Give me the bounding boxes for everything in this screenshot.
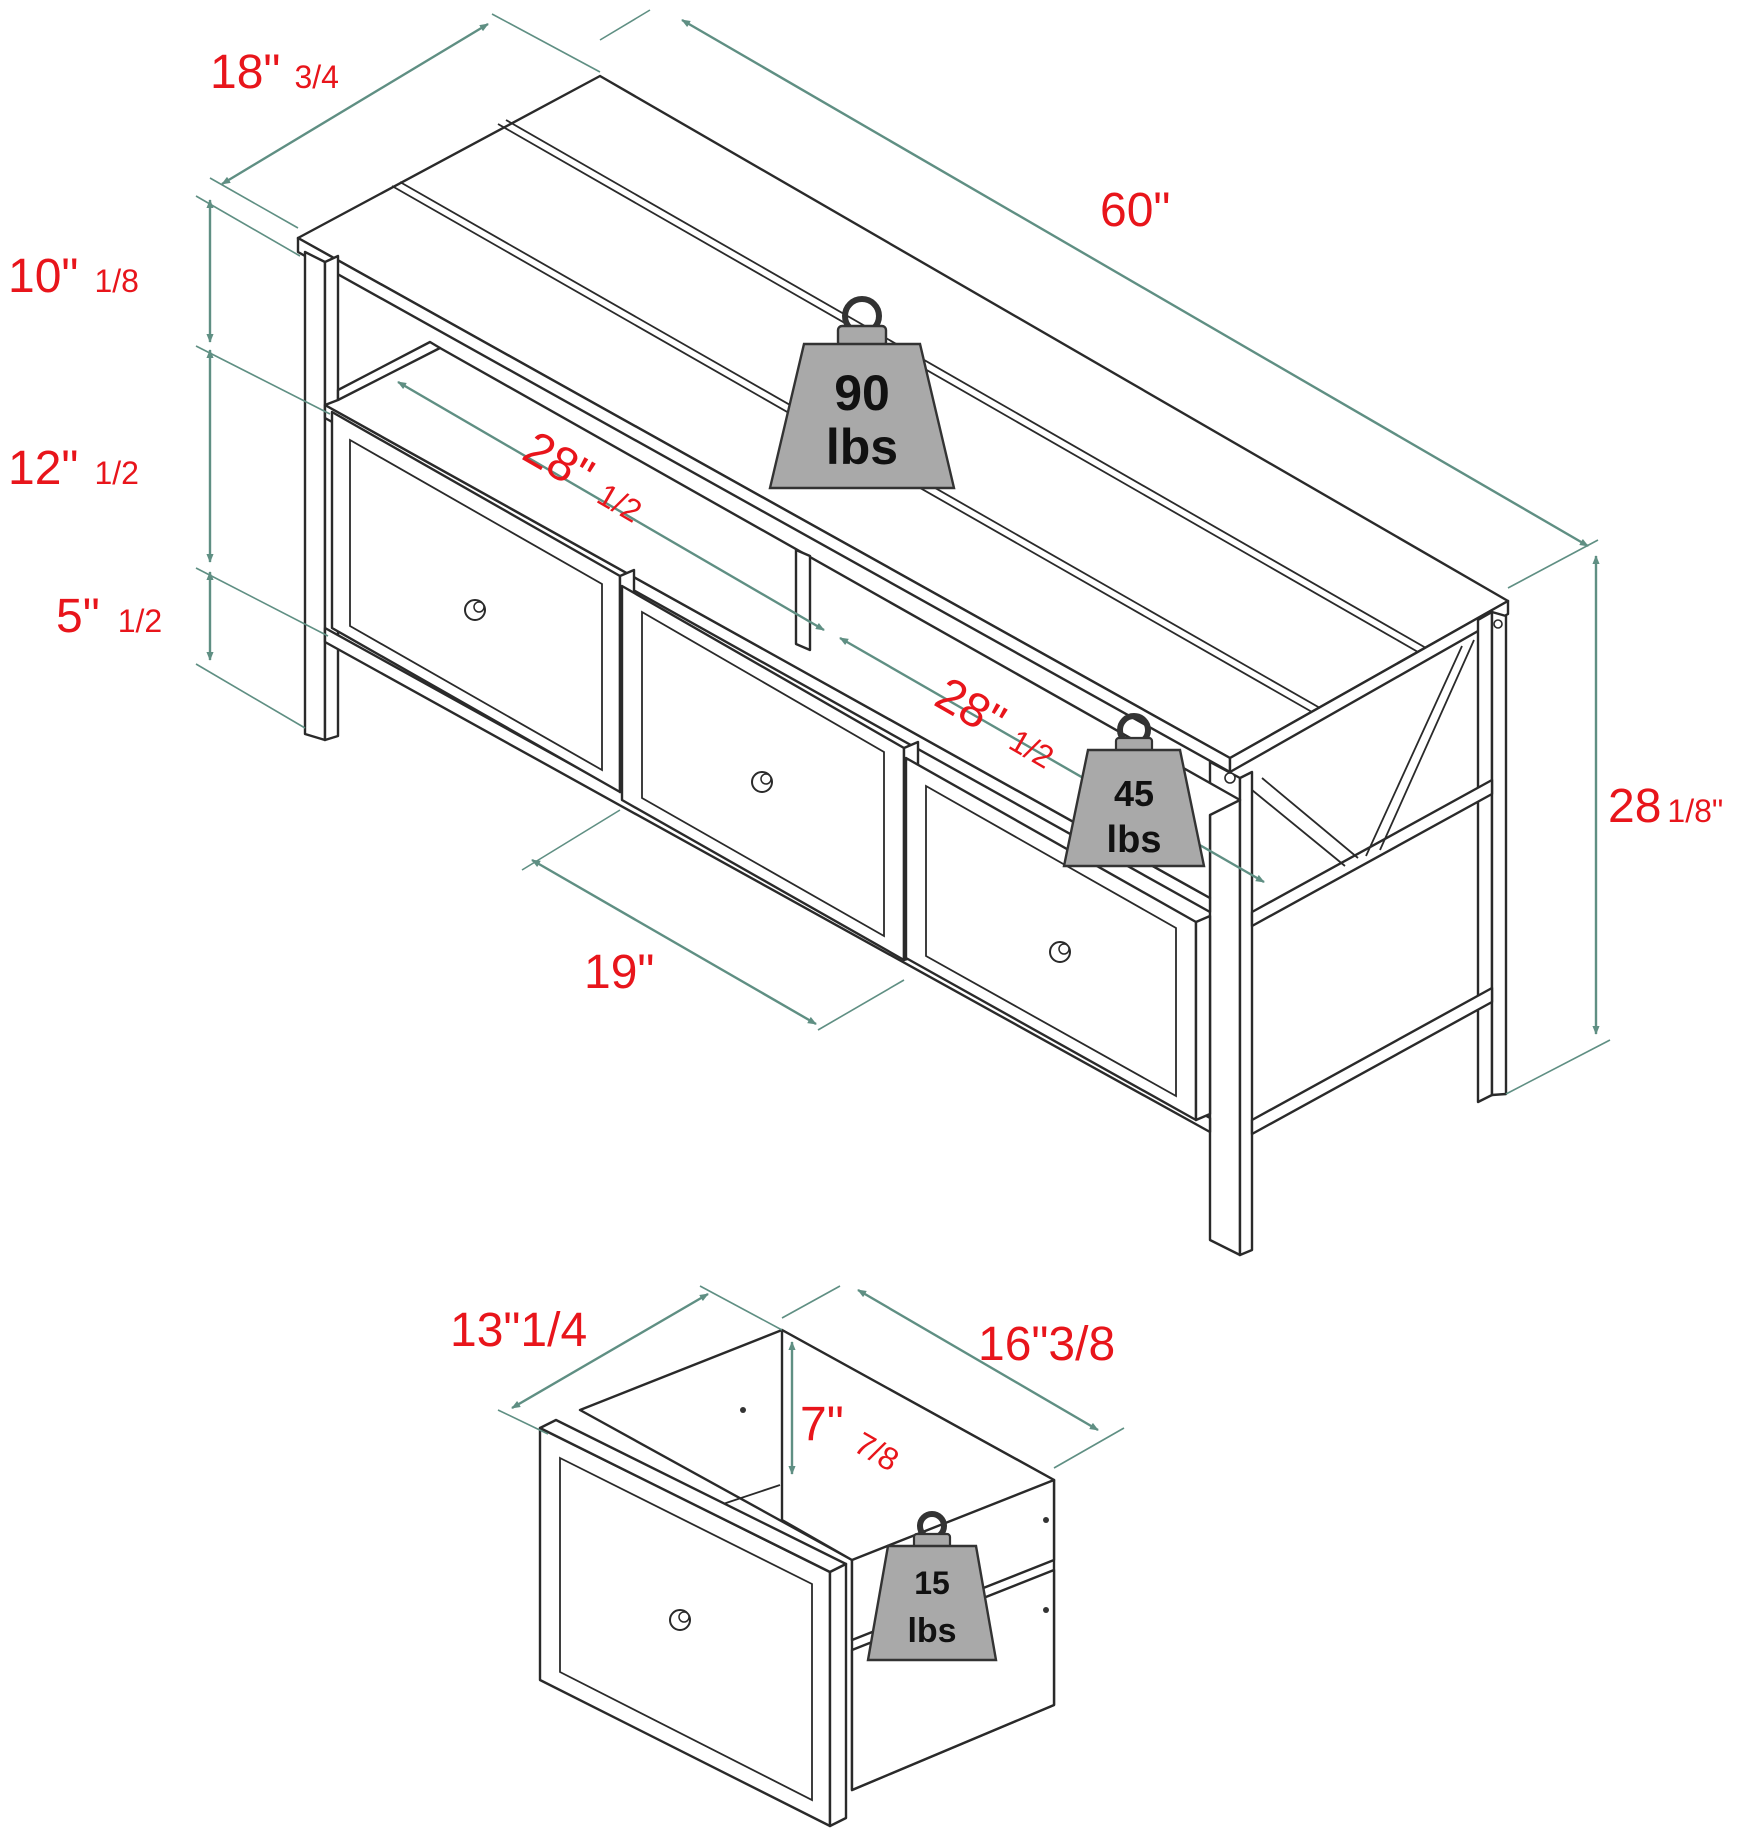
top-shelf-height-label: 10" 1/8 — [8, 250, 139, 303]
drawer-depth-line — [857, 1288, 1099, 1432]
width-label: 60" — [1100, 184, 1170, 237]
drawer-zone-height-label: 12" 1/2 — [8, 442, 139, 495]
depth-label: 18" 3/4 — [210, 46, 339, 99]
drawer-width-line — [511, 1292, 709, 1410]
left-front-leg — [303, 250, 327, 742]
x-brace — [1261, 777, 1359, 859]
width-dimension-line — [681, 18, 1589, 548]
right-back-leg-front — [1490, 610, 1508, 1097]
leg-clearance-label: 5" 1/2 — [56, 590, 162, 643]
weight-shelf-value: 45 — [1114, 773, 1154, 814]
drawer-knob-icon — [751, 771, 773, 793]
side-shelf-rail — [1250, 778, 1494, 928]
drawer-front-inset — [559, 1456, 813, 1802]
weight-icon: 15 lbs — [866, 1511, 998, 1662]
drawer-front-width-line — [531, 858, 817, 1026]
weight-shelf-unit: lbs — [1107, 819, 1162, 861]
right-front-leg — [1208, 760, 1242, 1257]
drawer-height-label: 7" — [800, 1398, 844, 1451]
drawer-side-panel-lower — [850, 1568, 1056, 1792]
side-bottom-rail — [1250, 986, 1494, 1136]
drawer-width-label: 13"1/4 — [450, 1304, 587, 1357]
drawer-front-width-label: 19" — [584, 946, 654, 999]
total-height-label: 28 1/8" — [1608, 780, 1723, 833]
drawer-knob-icon — [669, 1609, 691, 1631]
drawer-depth-label: 16"3/8 — [978, 1318, 1115, 1371]
left-shelf-width-line — [397, 380, 825, 632]
weight-top-unit: lbs — [826, 419, 898, 475]
drawer-box-edge — [719, 1484, 781, 1506]
right-side-panel — [1224, 619, 1503, 1136]
dimension-lines — [195, 9, 1611, 1475]
right-back-leg — [1476, 610, 1494, 1104]
drawer-knob-icon — [1049, 941, 1071, 963]
weight-icon: 90 lbs — [768, 296, 956, 490]
x-brace — [1379, 639, 1475, 851]
center-divider — [794, 548, 812, 652]
depth-dimension-line — [221, 22, 489, 186]
weight-drawer-value: 15 — [914, 1565, 950, 1601]
weight-icon: 45 lbs — [1062, 713, 1206, 868]
weight-top-value: 90 — [834, 365, 890, 421]
right-front-leg-side — [1238, 770, 1254, 1257]
x-brace — [1251, 789, 1346, 867]
drawer-front-side — [828, 1562, 848, 1828]
tv-stand — [296, 74, 1510, 1257]
weight-drawer-unit: lbs — [907, 1612, 956, 1650]
x-brace — [1365, 645, 1463, 857]
drawer-knob-icon — [464, 599, 486, 621]
